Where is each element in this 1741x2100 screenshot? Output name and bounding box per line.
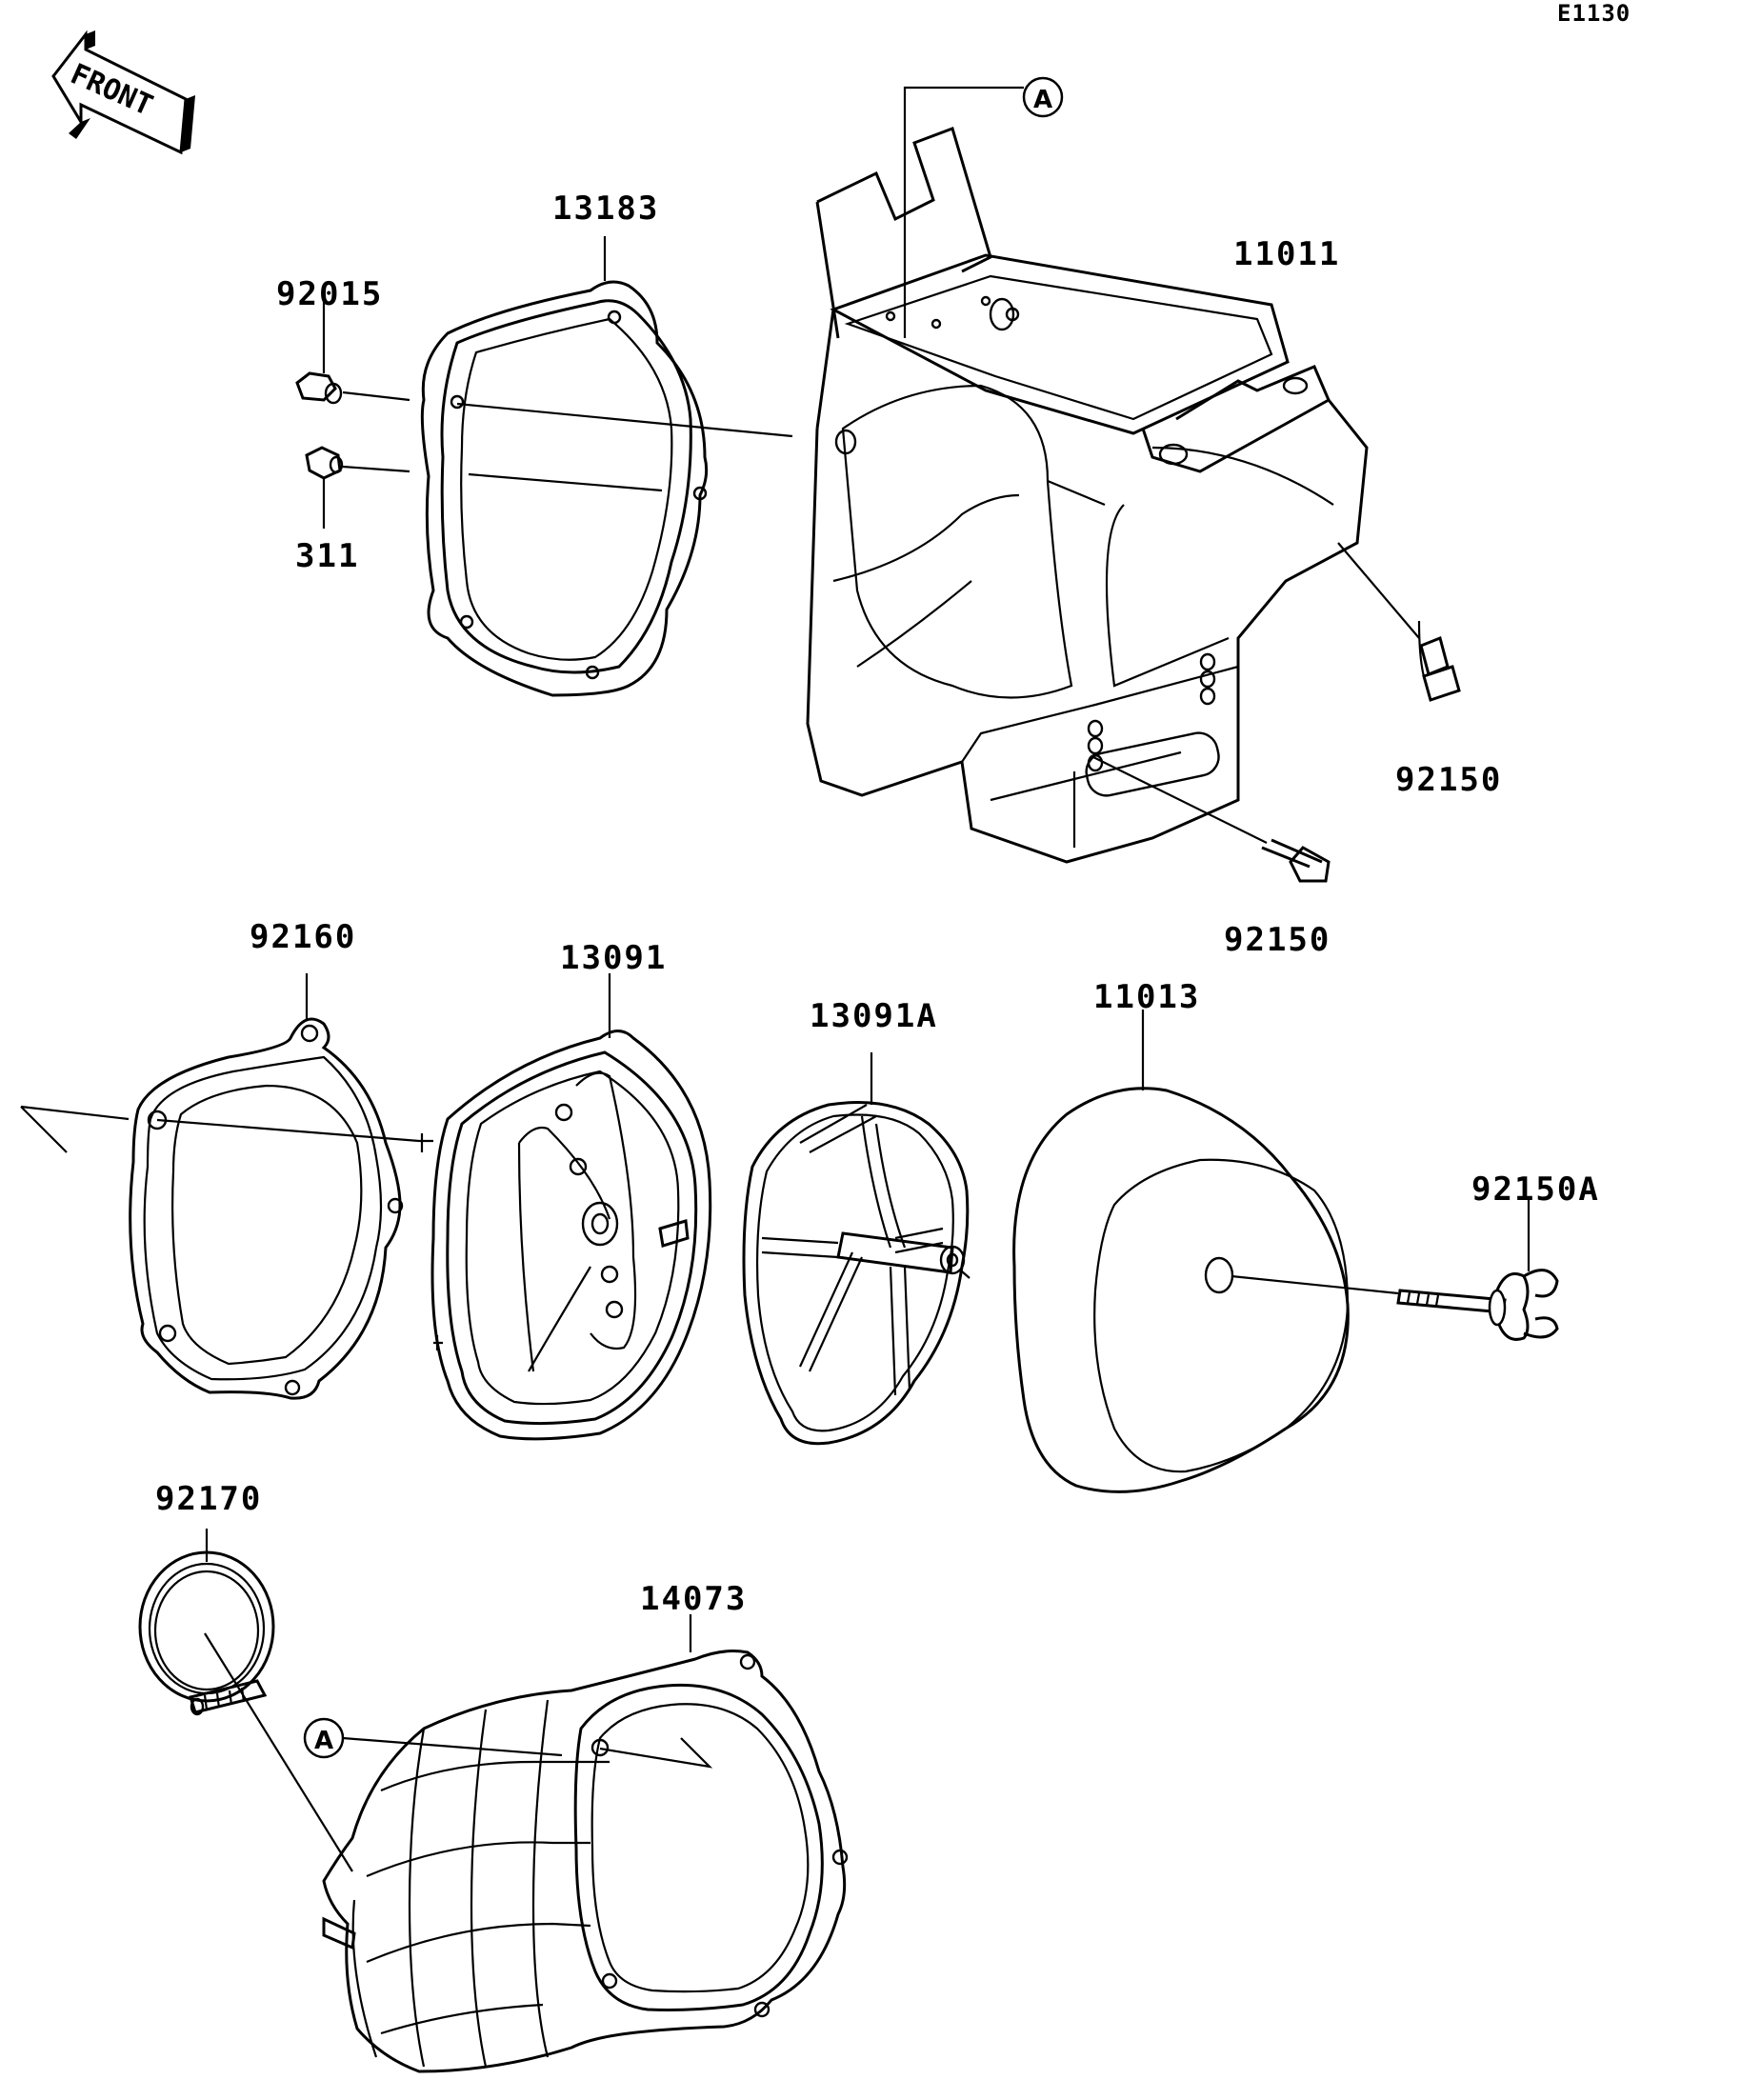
element-frame-13091a — [742, 1052, 971, 1446]
gasket-92160 — [20, 973, 420, 1400]
drawing-code: E1130 — [1557, 0, 1631, 27]
air-cleaner-case — [806, 127, 1369, 864]
air-filter-element-11013 — [1012, 1010, 1399, 1493]
part-label-11013: 11013 — [1093, 978, 1200, 1016]
bolt-92150-mid-icon — [1092, 756, 1331, 883]
part-label-92150-mid: 92150 — [1224, 921, 1331, 959]
front-arrow-icon: FRONT — [51, 30, 195, 155]
ref-marker-a-bottom: A — [314, 1727, 333, 1755]
clamp-92170 — [138, 1529, 353, 1872]
part-label-92160: 92160 — [250, 918, 356, 956]
part-label-92170: 92170 — [155, 1480, 262, 1518]
nut-92015-icon — [295, 295, 410, 405]
part-label-311: 311 — [295, 537, 359, 575]
part-label-13091: 13091 — [560, 939, 667, 977]
bolt-92150-right-icon — [1337, 542, 1461, 702]
part-label-14073: 14073 — [640, 1580, 747, 1618]
part-label-13091a: 13091A — [810, 997, 938, 1035]
ref-a-bottom: A — [303, 1717, 563, 1759]
element-holder-13091 — [419, 973, 712, 1441]
wing-bolt-92150a-icon — [1396, 1200, 1559, 1341]
gasket-13183 — [420, 236, 793, 697]
part-label-11011: 11011 — [1233, 235, 1340, 273]
part-label-92150a: 92150A — [1471, 1170, 1600, 1209]
part-label-13183: 13183 — [552, 190, 659, 228]
part-label-92150-right: 92150 — [1395, 761, 1502, 799]
ref-a-top: A — [903, 76, 1064, 338]
part-label-92015: 92015 — [276, 275, 383, 313]
air-duct-14073 — [322, 1614, 849, 2073]
nut-311-icon — [305, 446, 410, 529]
ref-marker-a-top: A — [1033, 86, 1052, 114]
